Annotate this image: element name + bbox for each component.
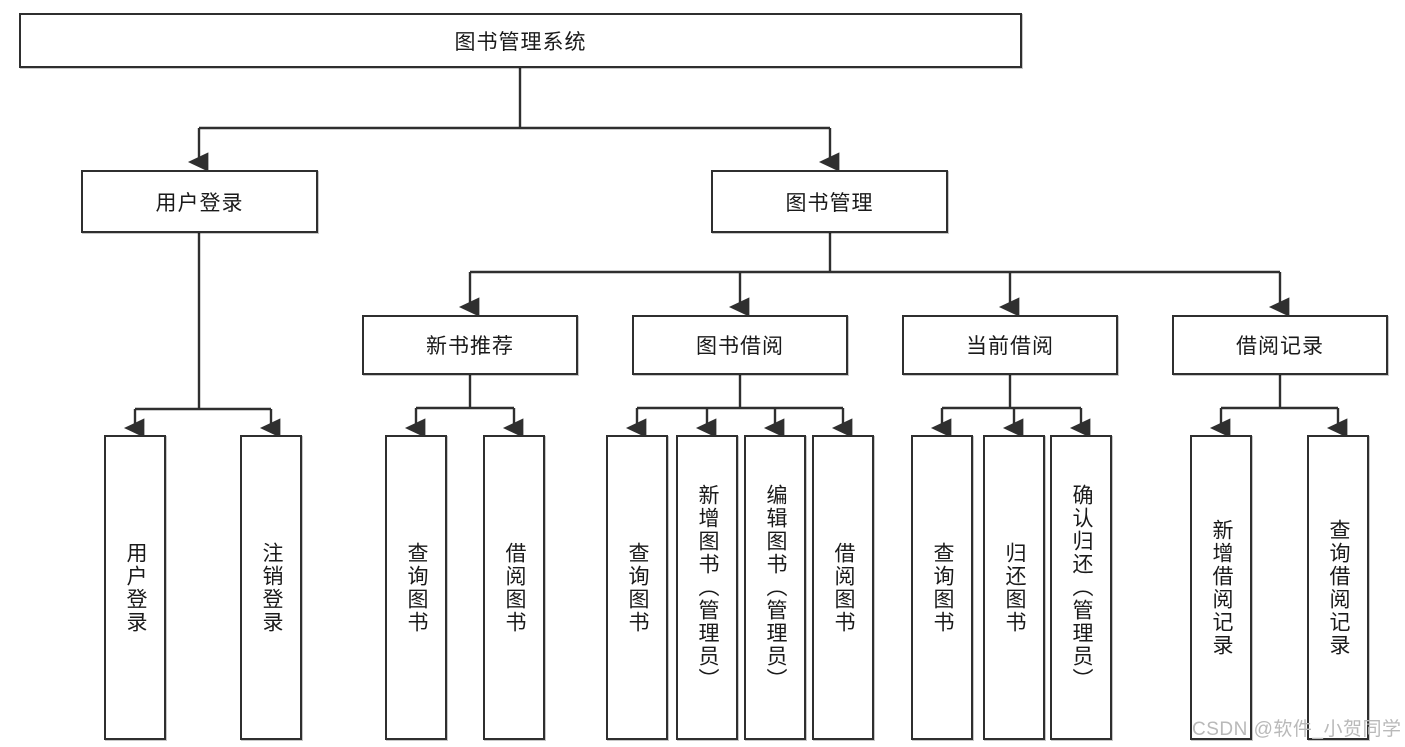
leaf-edit-book-admin[interactable]: 编辑图书（管理员） [744, 435, 806, 740]
leaf-query-borrow-record[interactable]: 查询借阅记录 [1307, 435, 1369, 740]
node-user-login[interactable]: 用户登录 [81, 170, 318, 233]
node-new-book-recommend[interactable]: 新书推荐 [362, 315, 578, 375]
node-borrow-record[interactable]: 借阅记录 [1172, 315, 1388, 375]
leaf-return-book[interactable]: 归还图书 [983, 435, 1045, 740]
node-current-borrow[interactable]: 当前借阅 [902, 315, 1118, 375]
node-root[interactable]: 图书管理系统 [19, 13, 1022, 68]
leaf-query-book-newbook[interactable]: 查询图书 [385, 435, 447, 740]
node-book-borrow[interactable]: 图书借阅 [632, 315, 848, 375]
leaf-query-book-borrow[interactable]: 查询图书 [606, 435, 668, 740]
leaf-borrow-book[interactable]: 借阅图书 [812, 435, 874, 740]
node-book-management[interactable]: 图书管理 [711, 170, 948, 233]
leaf-logout[interactable]: 注销登录 [240, 435, 302, 740]
leaf-add-book-admin[interactable]: 新增图书（管理员） [676, 435, 738, 740]
leaf-borrow-book-newbook[interactable]: 借阅图书 [483, 435, 545, 740]
leaf-confirm-return-admin[interactable]: 确认归还（管理员） [1050, 435, 1112, 740]
leaf-add-borrow-record[interactable]: 新增借阅记录 [1190, 435, 1252, 740]
leaf-user-login[interactable]: 用户登录 [104, 435, 166, 740]
watermark-label: CSDN @软件_小贺同学 [1192, 719, 1402, 740]
leaf-query-book-current[interactable]: 查询图书 [911, 435, 973, 740]
